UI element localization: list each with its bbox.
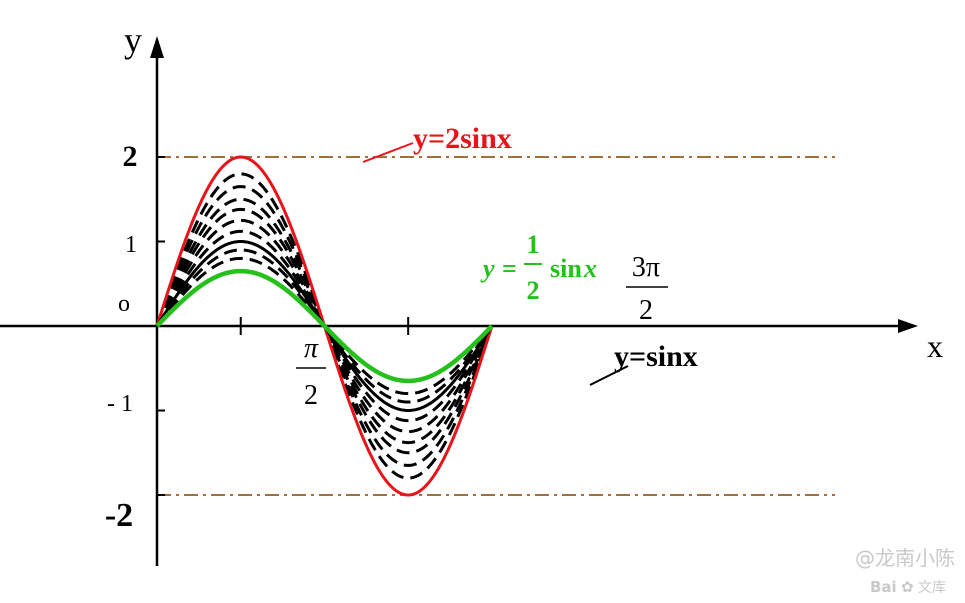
x-tick-label-pi-over-2-denominator: 2 — [304, 380, 318, 411]
y-tick-label-2: 2 — [123, 140, 138, 173]
axes — [0, 36, 918, 566]
black-label-pointer — [589, 365, 629, 386]
watermark-author: @龙南小陈 — [855, 546, 955, 570]
watermark-library: 文库 — [918, 580, 946, 596]
series-line-10 — [155, 268, 494, 384]
x-tick-label-3pi-over-2-denominator: 2 — [639, 295, 653, 326]
red-label-pointer — [362, 142, 414, 163]
green-label-sin: sin — [550, 254, 582, 283]
y-tick-label-neg1: - 1 — [107, 391, 133, 417]
origin-label: o — [118, 291, 130, 317]
series-line-3 — [155, 197, 494, 455]
series-line-1 — [155, 172, 494, 480]
y-tick-label-1: 1 — [125, 232, 137, 258]
x-axis-label: x — [927, 328, 943, 364]
green-label-y: y — [480, 254, 495, 283]
watermark-paw-icon: ✿ — [901, 578, 914, 596]
red-series-label: y=2sinx — [413, 122, 512, 155]
green-label-denominator: 2 — [527, 276, 540, 305]
series-line-5 — [155, 218, 494, 434]
x-axis-arrow-icon — [898, 319, 918, 333]
series-line-8 — [155, 248, 494, 404]
green-label-x: x — [583, 254, 597, 283]
black-series-label: y=sinx — [614, 340, 698, 373]
x-tick-label-pi-over-2-numerator: π — [304, 333, 319, 364]
y-axis-label: y — [124, 20, 142, 60]
watermark-brand: Bai — [870, 578, 897, 596]
x-tick-label-3pi-over-2-numerator: 3π — [632, 252, 660, 283]
green-label-numerator: 1 — [527, 230, 540, 259]
labels: y x o 2 1 - 1 -2 π 2 3π 2 y=2sinx y=sinx… — [105, 20, 955, 596]
reference-lines — [157, 156, 835, 496]
y-axis-arrow-icon — [150, 36, 164, 58]
series-layer — [155, 155, 494, 497]
green-label-eq: = — [502, 254, 517, 283]
y-tick-label-neg2: -2 — [105, 497, 133, 534]
